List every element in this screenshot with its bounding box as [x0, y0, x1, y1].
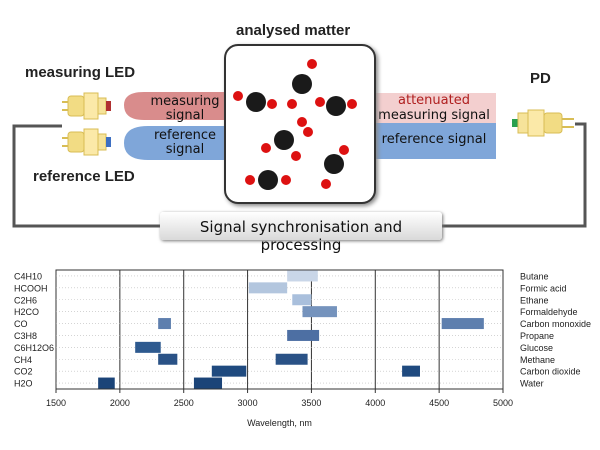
formula-label: C6H12O6 [14, 343, 54, 353]
compound-label: Glucose [520, 343, 553, 353]
compound-label: Butane [520, 271, 549, 281]
formula-label: H2CO [14, 307, 39, 317]
band-bar [292, 294, 312, 306]
compound-label: Carbon dioxide [520, 367, 581, 377]
photodiode-icon [512, 109, 574, 137]
compound-label: Propane [520, 331, 554, 341]
band-bar [275, 353, 308, 365]
band-bar [402, 365, 420, 377]
analysed-matter-box [224, 44, 376, 204]
attenuated-beam [372, 93, 496, 123]
band-bar [287, 270, 318, 282]
reference-signal-right-text: reference signal [381, 132, 487, 147]
attenuated-text: attenuated [398, 93, 470, 108]
band-bar [158, 318, 171, 330]
formula-label: CO [14, 319, 28, 329]
formula-label: C2H6 [14, 295, 37, 305]
compound-label: Carbon monoxide [520, 319, 591, 329]
atom [297, 117, 307, 127]
compound-label: Methane [520, 355, 555, 365]
reference-beam-right [372, 123, 496, 159]
reference-beam-left [124, 126, 230, 160]
band-bar [158, 353, 178, 365]
formula-label: C3H8 [14, 331, 37, 341]
x-axis-label: Wavelength, nm [247, 418, 312, 428]
x-tick-label: 4000 [365, 398, 385, 408]
right-wire [442, 122, 587, 228]
measuring-signal-right-text: measuring signal [378, 108, 490, 123]
absorption-chart: 1500 2000 2500 3000 3500 4000 4500 5000 C4H10 But… [14, 269, 591, 428]
formula-label: CO2 [14, 367, 33, 377]
formula-label: HCOOH [14, 283, 48, 293]
wiring-loop [12, 122, 587, 228]
molecule [315, 96, 357, 116]
formula-label: H2O [14, 379, 33, 389]
compound-label: Water [520, 379, 544, 389]
band-bar [193, 377, 223, 389]
band-bar [248, 282, 288, 294]
atom [287, 99, 297, 109]
band-bar [441, 318, 484, 330]
x-tick-label: 2000 [110, 398, 130, 408]
formula-label: CH4 [14, 355, 32, 365]
atom [303, 127, 313, 137]
reference-led-icon [62, 128, 111, 156]
compound-label: Ethane [520, 295, 549, 305]
plot-frame [55, 269, 504, 390]
x-tick-label: 3000 [238, 398, 258, 408]
band-bar [135, 341, 161, 353]
left-wire [12, 124, 160, 228]
reference-signal-left-text: reference signal [153, 128, 217, 157]
compound-label: Formaldehyde [520, 307, 578, 317]
measuring-led-label: measuring LED [25, 64, 136, 81]
x-tick-label: 3500 [301, 398, 321, 408]
molecule [261, 130, 301, 161]
sync-text: Signal synchronisation and processing [199, 218, 403, 254]
measuring-signal-text: measuring signal [150, 94, 220, 123]
x-tick-label: 2500 [174, 398, 194, 408]
diagram-title: analysed matter [236, 22, 351, 39]
molecule [233, 91, 277, 112]
molecule [245, 170, 291, 190]
molecules [233, 59, 357, 190]
molecule [292, 59, 317, 94]
band-bar [98, 377, 115, 389]
x-tick-label: 5000 [493, 398, 513, 408]
measuring-led-icon [62, 92, 111, 120]
left-beams [124, 92, 230, 160]
band-bar [211, 365, 247, 377]
formula-label: C4H10 [14, 271, 42, 281]
reference-led-label: reference LED [33, 168, 135, 185]
band-bar [302, 306, 337, 318]
pd-label: PD [530, 70, 551, 87]
x-tick-label: 4500 [429, 398, 449, 408]
compound-label: Formic acid [520, 283, 567, 293]
measuring-beam [124, 92, 230, 120]
x-tick-label: 1500 [46, 398, 66, 408]
band-bar [287, 329, 320, 341]
molecule [321, 145, 349, 189]
sync-bar: Signal synchronisation and processing [160, 212, 442, 254]
